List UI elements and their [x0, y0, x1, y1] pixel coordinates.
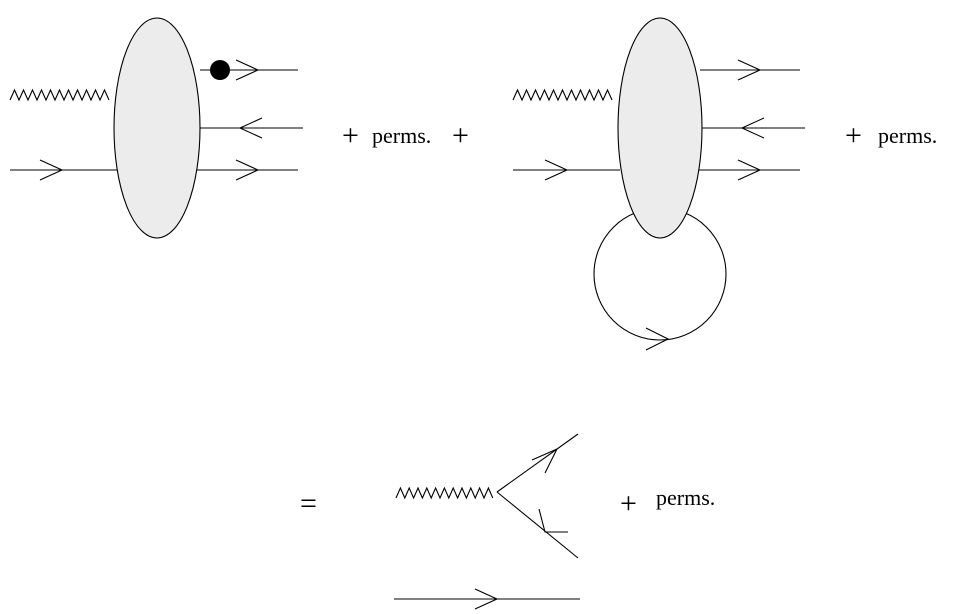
res-upper-fermion	[496, 433, 579, 493]
d1-blob	[113, 17, 201, 239]
res-photon-line	[395, 486, 494, 500]
plus-sign-1: +	[342, 119, 359, 152]
plus-sign-4: +	[620, 487, 637, 520]
diagram-2	[512, 17, 805, 351]
perms-label-1: perms.	[372, 123, 431, 148]
d2-blob	[617, 17, 703, 239]
d2-incoming-arrow	[544, 159, 569, 181]
diagram-1	[9, 17, 303, 239]
d2-out-arrow-1	[737, 59, 762, 81]
perms-label-3: perms.	[656, 485, 715, 510]
perms-label-2: perms.	[878, 123, 937, 148]
equals-sign: =	[300, 487, 317, 520]
d1-out-arrow-1	[235, 59, 260, 81]
d1-vertex-dot	[210, 60, 230, 80]
d2-photon-line	[512, 88, 613, 102]
res-lower-arrow	[538, 508, 568, 533]
res-lower-fermion	[496, 491, 579, 559]
d1-incoming-arrow	[39, 159, 64, 181]
d1-out-arrow-2	[238, 117, 263, 139]
d2-loop-arrow	[645, 327, 670, 351]
plus-sign-3: +	[845, 119, 862, 152]
d2-out-arrow-2	[740, 117, 765, 139]
res-spectator-arrow	[474, 588, 499, 610]
d2-out-arrow-3	[737, 159, 762, 181]
plus-sign-2: +	[452, 119, 469, 152]
d1-out-arrow-3	[235, 159, 260, 181]
d1-photon-line	[9, 88, 110, 102]
result-diagram	[394, 433, 580, 610]
res-upper-arrow	[531, 447, 559, 474]
